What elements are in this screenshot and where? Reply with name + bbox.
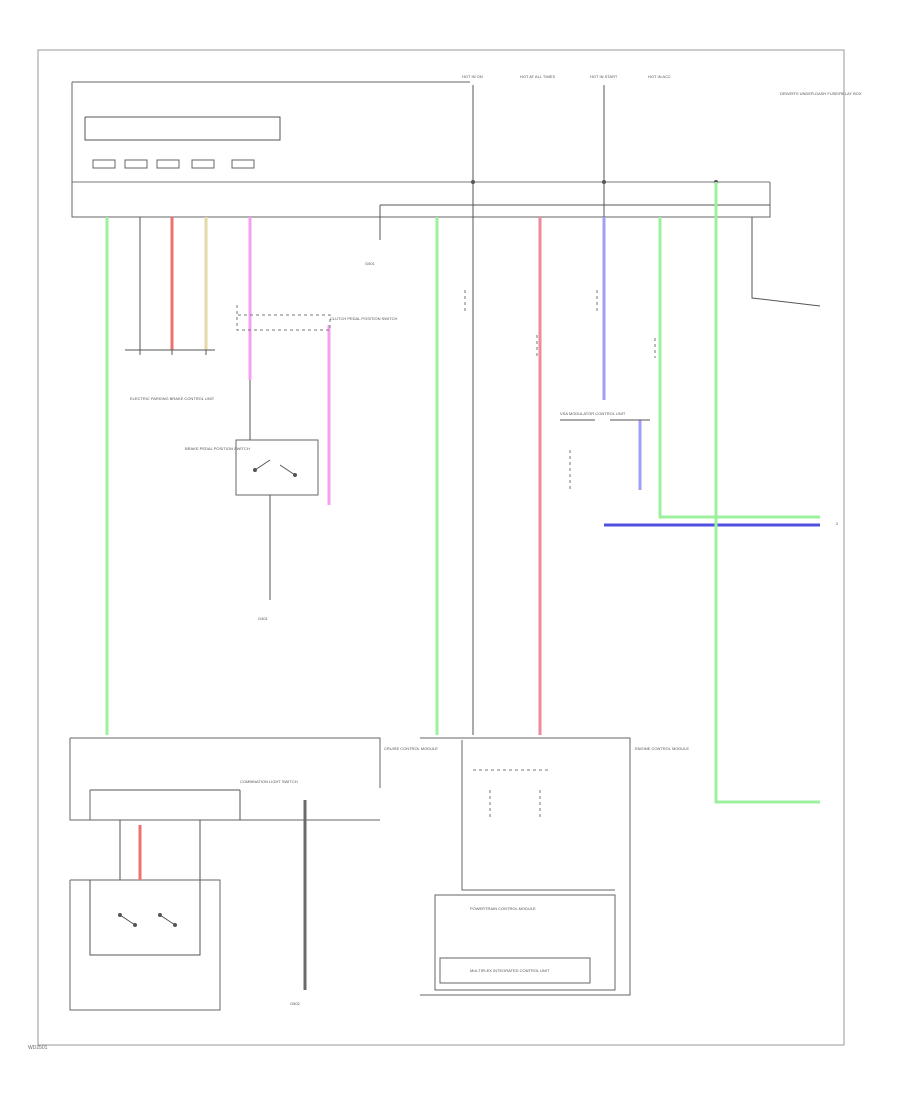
label-pcm: POWERTRAIN CONTROL MODULE [470, 906, 536, 911]
brake-switch-box [235, 439, 319, 496]
fuse-box-outline [71, 81, 771, 218]
multiplex-box [439, 957, 591, 984]
switch-contact [254, 459, 296, 476]
fuse-box-inner [84, 116, 281, 141]
label-epb-unit: ELECTRIC PARKING BRAKE CONTROL UNIT [130, 396, 215, 401]
label-combination-switch: COMBINATION LIGHT SWITCH [240, 779, 298, 784]
diagram-frame [37, 49, 845, 1046]
relay-connector [236, 305, 331, 331]
label-junction: DRIVER'S UNDER-DASH FUSE/RELAY BOX [780, 91, 862, 96]
page-id: WD2501 [28, 1045, 48, 1051]
connector-line-right [379, 204, 770, 240]
pcm-box [434, 894, 616, 991]
switch-contacts-lower [89, 880, 201, 956]
label-clutch-pedal: CLUTCH PEDAL POSITION SWITCH [330, 316, 398, 321]
label-ground-mid: G502 [290, 1001, 301, 1006]
label-ground-fuse: G501 [365, 261, 376, 266]
label-hot-acc: HOT IN ACC [648, 74, 671, 79]
ecm-internal [473, 769, 550, 820]
wire-green-right [658, 217, 820, 519]
label-always-hot: HOT AT ALL TIMES [520, 74, 555, 79]
label-multiplex: MULTIPLEX INTEGRATED CONTROL UNIT [470, 968, 550, 973]
fuse-symbols [92, 159, 255, 169]
epb-unit-outline [125, 349, 215, 355]
label-to-next: 2 [836, 521, 839, 526]
wire-green-far-right [714, 182, 820, 804]
combination-switch-outline [69, 737, 381, 1011]
label-hot-run: HOT IN ON [462, 74, 483, 79]
ecm-box [420, 737, 631, 996]
label-ground-left: G401 [258, 616, 269, 621]
label-brake-switch: BRAKE PEDAL POSITION SWITCH [185, 446, 250, 451]
label-hot-start: HOT IN START [590, 74, 618, 79]
switch-bus [90, 789, 241, 880]
wire-right-gray [751, 217, 821, 307]
label-ecm: ENGINE CONTROL MODULE [635, 746, 689, 751]
power-feeds [471, 85, 718, 217]
dashed-connectors [464, 290, 656, 490]
label-cruise-module: CRUISE CONTROL MODULE [384, 746, 438, 751]
label-vsa-modulator: VSA MODULATOR-CONTROL UNIT [560, 411, 626, 416]
